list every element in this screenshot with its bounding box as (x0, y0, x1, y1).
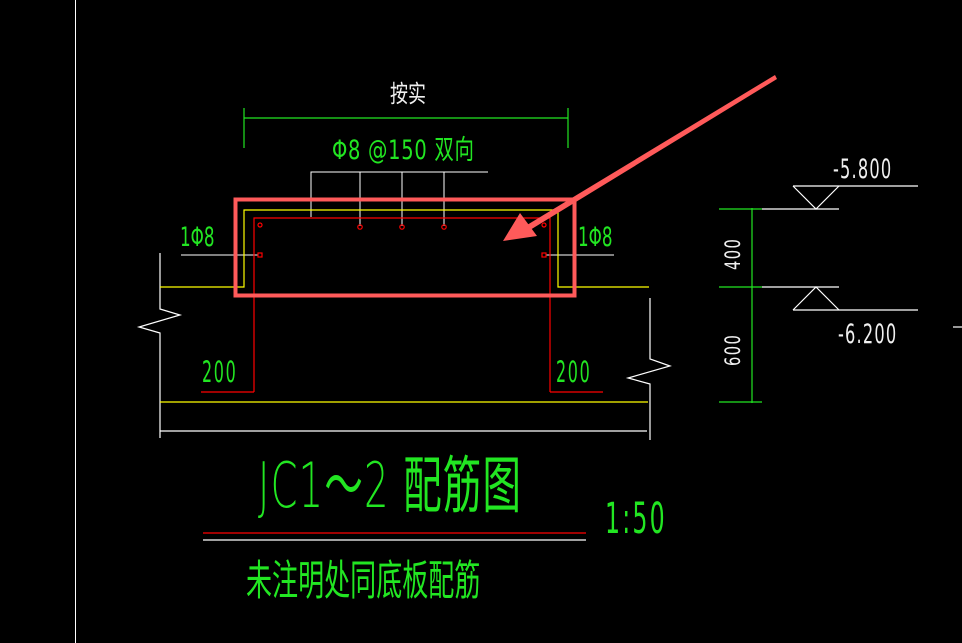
dim-upper-label: 400 (721, 237, 745, 270)
dim-lower-label: 600 (721, 333, 745, 366)
overall-dimension-label: 按实 (390, 80, 426, 108)
highlight-box[interactable] (233, 197, 577, 298)
right-anchor-dim: 200 (556, 355, 592, 389)
left-bar-label: 1Φ8 (180, 222, 215, 253)
drawing-title: JC1～2 配筋图 (258, 449, 523, 522)
elevation-top-label: -5.800 (833, 154, 893, 185)
rebar-cage (201, 217, 603, 393)
vertical-dimension (719, 208, 762, 403)
left-anchor-dim: 200 (202, 355, 238, 389)
drawing-note: 未注明处同底板配筋 (246, 556, 481, 605)
right-bar-label: 1Φ8 (578, 222, 613, 253)
overall-dimension (243, 108, 569, 148)
elevation-markers (762, 185, 962, 328)
foundation-outline (136, 253, 672, 440)
elevation-bottom-label: -6.200 (838, 319, 898, 350)
drawing-scale: 1:50 (605, 494, 667, 544)
annotation-arrow[interactable] (503, 75, 777, 241)
top-rebar-label: Φ8 @150 双向 (332, 135, 475, 166)
